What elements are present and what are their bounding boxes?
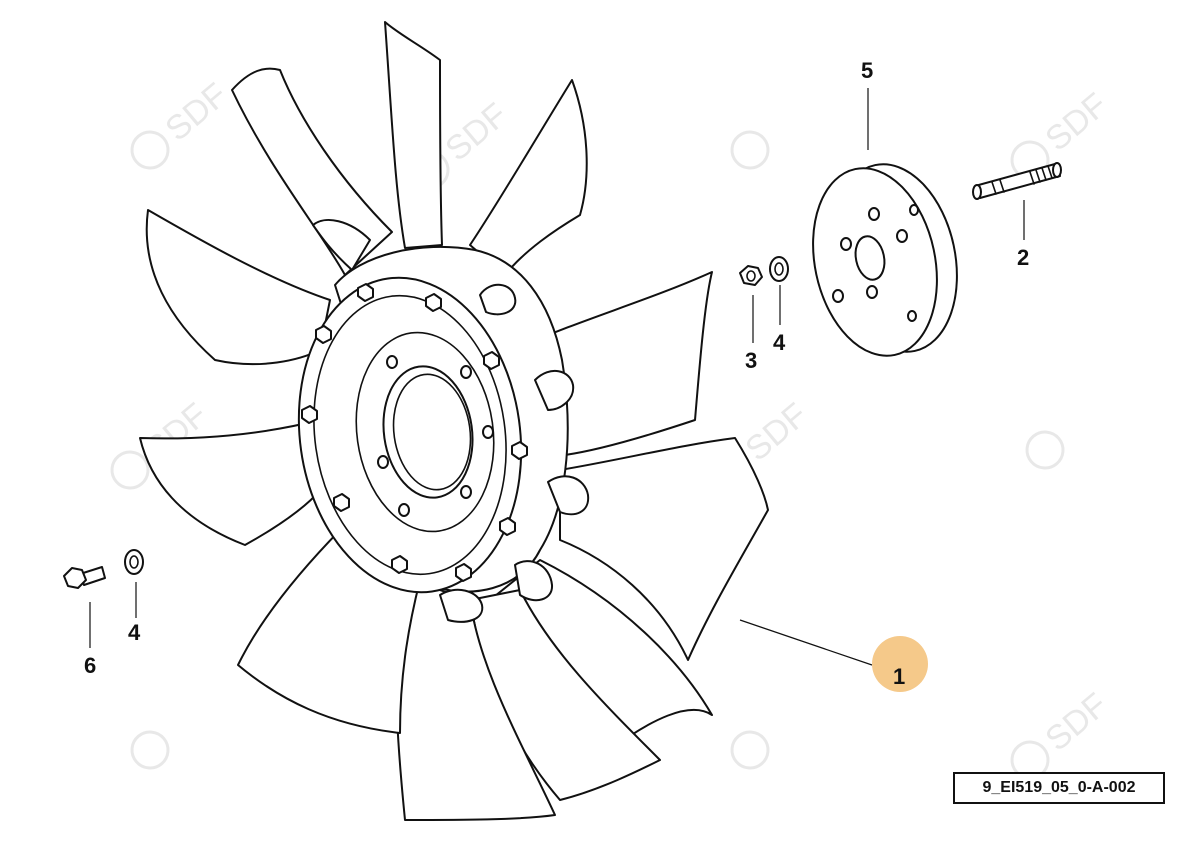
blade-root bbox=[439, 588, 484, 623]
callout-3[interactable]: 3 bbox=[745, 348, 757, 373]
watermark-text: SDF bbox=[1038, 686, 1115, 759]
spacer-plate-hole bbox=[909, 204, 919, 216]
watermark-text: SDF bbox=[438, 96, 515, 169]
rim-bolt-head bbox=[425, 293, 442, 312]
rim-bolt-head bbox=[455, 563, 472, 582]
fan-assembly bbox=[139, 21, 769, 821]
spacer-plate-hole bbox=[866, 285, 878, 299]
fan-blade bbox=[139, 419, 331, 546]
rim-bolt-head bbox=[357, 283, 374, 302]
washer-inner bbox=[129, 555, 139, 569]
washer-outer bbox=[769, 256, 789, 282]
spacer-plate-hole bbox=[907, 310, 917, 322]
fan-blade bbox=[524, 271, 713, 456]
leader-line bbox=[739, 619, 873, 666]
stud-bolt bbox=[972, 162, 1062, 200]
flange-hole bbox=[398, 503, 410, 517]
spacer-plate bbox=[812, 163, 958, 357]
rim-bolt-head bbox=[511, 441, 528, 460]
washer-upper bbox=[769, 256, 789, 282]
blade-root bbox=[547, 475, 590, 516]
rim-bolt-head bbox=[315, 325, 332, 344]
rim-bolt-head bbox=[499, 517, 516, 536]
blade-root bbox=[534, 370, 575, 411]
callout-4-washer-lower[interactable]: 4 bbox=[128, 620, 141, 645]
stud-body bbox=[974, 163, 1061, 199]
rim-bolt-head bbox=[333, 493, 350, 512]
watermark-text: SDF bbox=[1038, 86, 1115, 159]
spacer-plate-bore bbox=[854, 235, 886, 281]
callout-5[interactable]: 5 bbox=[861, 58, 873, 83]
stud-end bbox=[1052, 162, 1062, 178]
flange-hole bbox=[460, 365, 472, 379]
hub-center-bore-edge bbox=[392, 373, 472, 491]
rim-bolt-head bbox=[483, 351, 500, 370]
watermark-text: SDF bbox=[158, 76, 235, 149]
nut-hex bbox=[739, 265, 763, 286]
leader-lines bbox=[89, 88, 1025, 666]
callout-4-washer-upper[interactable]: 4 bbox=[773, 330, 786, 355]
nut-bore bbox=[746, 270, 756, 282]
spacer-plate-hole bbox=[840, 237, 852, 251]
hub-center-bore bbox=[382, 365, 474, 499]
spacer-plate-hole bbox=[832, 289, 844, 303]
callout-highlight bbox=[872, 636, 928, 692]
flange-hole bbox=[460, 485, 472, 499]
blade-root bbox=[479, 283, 517, 316]
rim-bolt-head bbox=[391, 555, 408, 574]
watermark-text: SDF bbox=[738, 396, 815, 469]
flange-hole bbox=[377, 455, 389, 469]
washer-outer bbox=[124, 549, 144, 575]
fan-blade bbox=[469, 79, 588, 276]
stud-end bbox=[972, 184, 982, 200]
rim-bolt-head bbox=[301, 405, 318, 424]
rim-bolts bbox=[301, 283, 528, 582]
illustration-reference-code: 9_EI519_05_0-A-002 bbox=[953, 772, 1165, 804]
spacer-plate-hole bbox=[868, 207, 880, 221]
hub-flange-ring bbox=[355, 331, 495, 533]
flange-hole bbox=[386, 355, 398, 369]
stud-thread bbox=[991, 165, 1053, 195]
callout-6[interactable]: 6 bbox=[84, 653, 96, 678]
bolt-head bbox=[63, 567, 87, 589]
hex-bolt bbox=[63, 566, 106, 589]
washer-lower bbox=[124, 549, 144, 575]
washer-inner bbox=[774, 262, 784, 276]
hub-inner-ring bbox=[313, 294, 507, 576]
fan-blade bbox=[231, 67, 393, 276]
callout-2[interactable]: 2 bbox=[1017, 245, 1029, 270]
fan-blade bbox=[384, 21, 443, 249]
fan-blade bbox=[312, 219, 371, 271]
nut bbox=[739, 265, 763, 286]
fan-blade bbox=[145, 209, 331, 366]
callout-1[interactable]: 1 bbox=[893, 664, 905, 689]
spacer-plate-hole bbox=[896, 229, 908, 243]
fan-blade bbox=[559, 437, 769, 661]
flange-hole bbox=[482, 425, 494, 439]
blade-root bbox=[514, 560, 554, 602]
